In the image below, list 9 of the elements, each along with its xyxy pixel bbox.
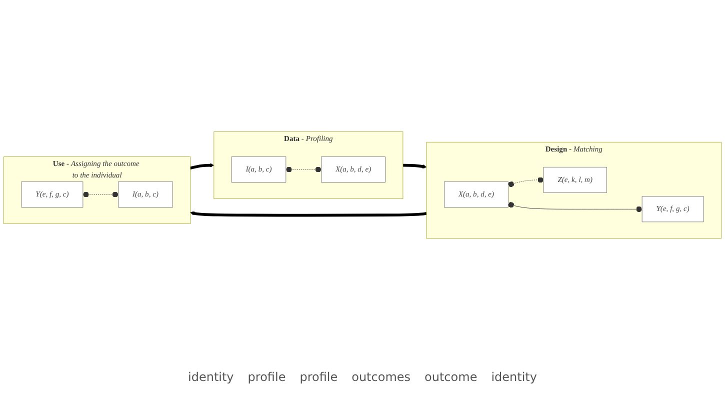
arrow: [190, 163, 214, 170]
arrow: [190, 211, 427, 217]
column-heading: outcomes: [352, 370, 411, 384]
column-heading: outcome: [424, 370, 478, 384]
column-heading: profile: [248, 370, 286, 384]
column-heading: identity: [188, 370, 234, 384]
column-heading: profile: [300, 370, 338, 384]
arrow: [402, 164, 427, 168]
column-heading: identity: [491, 370, 537, 384]
